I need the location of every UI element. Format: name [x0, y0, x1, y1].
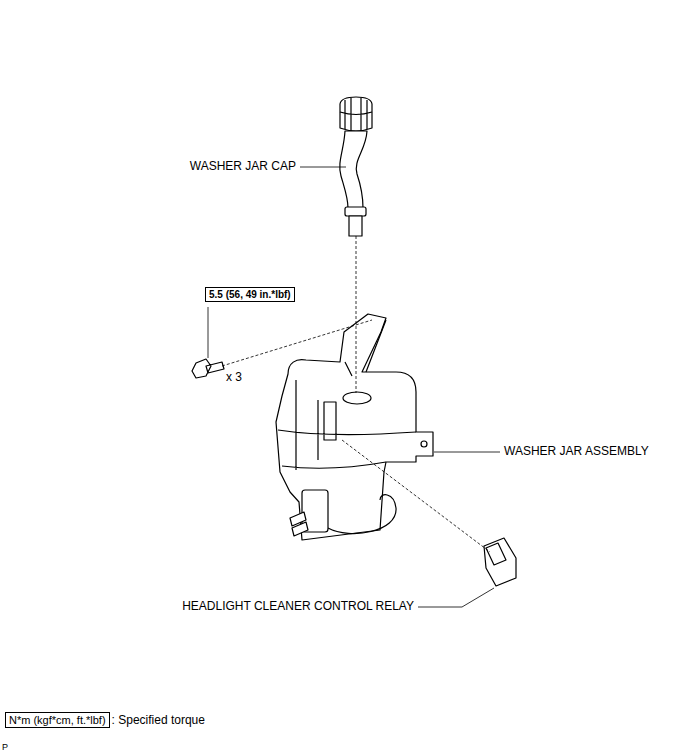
cap-ridges [340, 98, 372, 131]
torque-spec-box: 5.5 (56, 49 in.*lbf) [205, 287, 295, 302]
torque-text: N*m (kgf*cm, ft.*lbf) [9, 714, 106, 726]
cap-ring [345, 207, 366, 216]
jar-body [276, 314, 433, 540]
quantity-note: x 3 [226, 371, 242, 385]
bolt [192, 359, 224, 378]
cap-head [340, 97, 372, 131]
relay [484, 538, 516, 586]
bracket-hole [421, 441, 427, 447]
cap-neck [340, 131, 367, 208]
leader-line [208, 167, 500, 607]
part-name: HEADLIGHT CLEANER CONTROL RELAY [182, 600, 414, 614]
hoses [290, 512, 308, 536]
wire [328, 495, 396, 534]
part-name: WASHER JAR ASSEMBLY [504, 445, 649, 459]
dashed-guide [222, 236, 490, 552]
part-name: WASHER JAR CAP [190, 160, 296, 174]
legend-note: : Specified torque [112, 714, 205, 728]
torque-text: 5.5 (56, 49 in.*lbf) [209, 289, 291, 300]
page-mark: P [2, 742, 8, 752]
cap-tube [349, 216, 362, 236]
jar-opening [343, 392, 371, 404]
torque-unit-box: N*m (kgf*cm, ft.*lbf) [5, 712, 110, 728]
relay-connector [486, 543, 506, 565]
